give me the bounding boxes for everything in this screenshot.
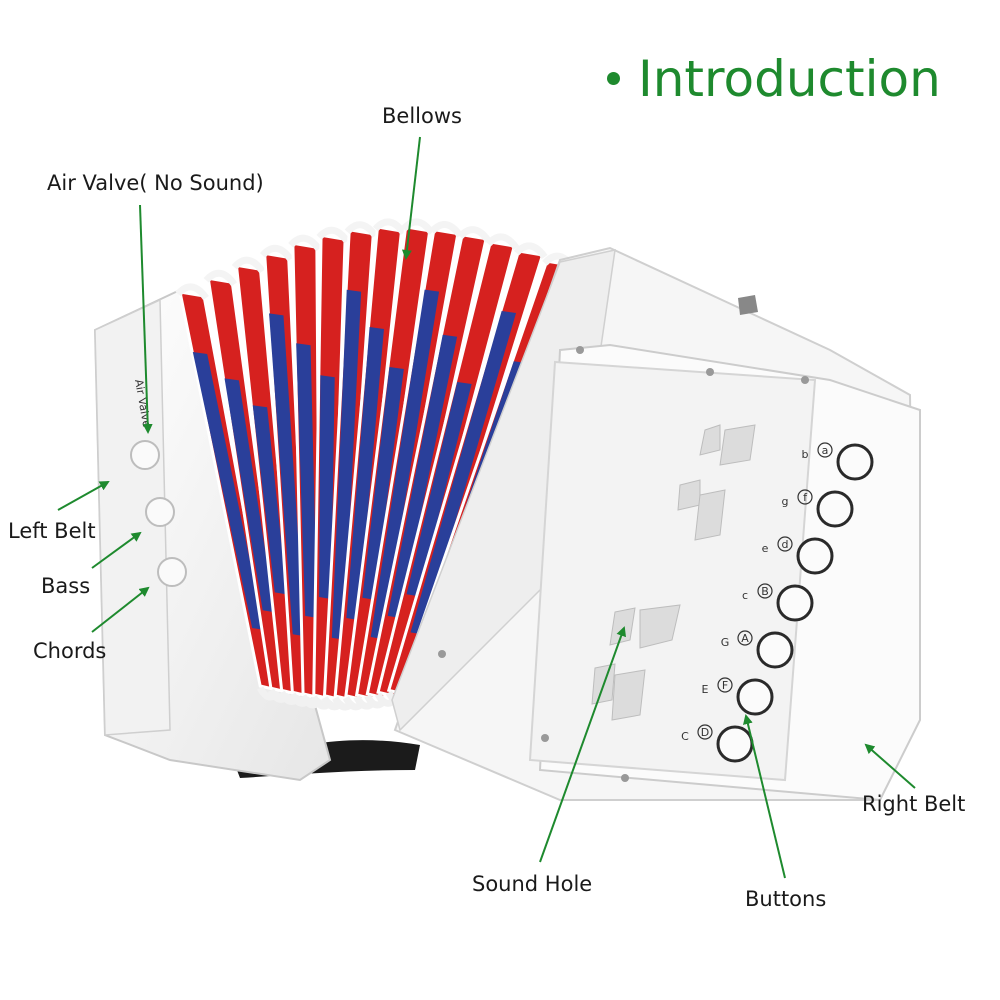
- bellows-blue-band: [269, 313, 305, 637]
- page-title: Introduction: [607, 50, 941, 108]
- bellows-fold-edge: [513, 242, 548, 260]
- bellows-blue-band: [406, 381, 472, 597]
- key-note-label: C: [681, 730, 689, 743]
- treble-key-button[interactable]: [716, 725, 754, 763]
- bellows-fold-edge: [344, 221, 379, 238]
- left-buttons: [130, 440, 187, 587]
- bellows-blue-band: [410, 310, 517, 635]
- bellows-fold-edge: [457, 226, 492, 243]
- bellows-fold-edge: [316, 226, 350, 244]
- key-note-circled-label: D: [701, 726, 709, 739]
- arrow-right-belt: [864, 743, 916, 789]
- treble-key-button[interactable]: [756, 631, 794, 669]
- bellows-blue-band: [331, 289, 362, 640]
- treble-key-button[interactable]: [736, 678, 774, 716]
- bellows-fold-edge: [288, 234, 322, 252]
- arrow-bellows: [401, 136, 421, 260]
- label-left-belt: Left Belt: [8, 519, 96, 543]
- title-text: Introduction: [638, 50, 941, 108]
- arrow-buttons: [743, 714, 786, 879]
- key-note-label: g: [782, 495, 789, 508]
- key-note-circle: [777, 536, 793, 552]
- key-note-circled-label: f: [803, 491, 808, 504]
- key-note-label: E: [702, 683, 709, 696]
- label-bass: Bass: [41, 574, 91, 598]
- treble-key-button[interactable]: [816, 490, 854, 528]
- bellows-fold-edge: [231, 256, 266, 274]
- arrow-chords: [91, 586, 150, 633]
- bellows-blue-band: [387, 334, 458, 618]
- bellows-blue-band: [346, 327, 384, 620]
- label-chords: Chords: [33, 639, 107, 663]
- key-note-label: b: [802, 448, 809, 461]
- bullet-dot: [607, 72, 620, 85]
- bellows-fold-edge: [401, 218, 435, 236]
- bellows-fold-edge: [485, 233, 520, 251]
- key-note-circled-label: F: [722, 679, 728, 692]
- key-note-circle: [757, 583, 773, 599]
- treble-key-button[interactable]: [836, 443, 874, 481]
- key-note-circled-label: d: [782, 538, 789, 551]
- right-housing: [391, 246, 921, 802]
- label-bellows: Bellows: [382, 104, 462, 128]
- key-note-label: G: [721, 636, 730, 649]
- arrow-left-belt: [57, 481, 110, 511]
- key-note-label: c: [742, 589, 748, 602]
- arrow-sound-hole: [539, 626, 627, 863]
- treble-key-button[interactable]: [796, 537, 834, 575]
- key-note-circle: [737, 630, 753, 646]
- label-right-belt: Right Belt: [862, 792, 966, 816]
- arrow-air-valve: [139, 204, 153, 434]
- annotation-arrows: [57, 136, 916, 879]
- key-note-circle: [797, 489, 813, 505]
- bellows-fold-edge: [260, 244, 294, 262]
- key-note-circled-label: A: [741, 632, 749, 645]
- key-note-circle: [817, 442, 833, 458]
- treble-key-button[interactable]: [776, 584, 814, 622]
- bellows-blue-band: [192, 352, 265, 630]
- bellows-blue-band: [362, 366, 404, 600]
- bellows-blue-band: [319, 375, 335, 600]
- label-sound-hole: Sound Hole: [472, 872, 593, 896]
- bellows-fold-edge: [203, 269, 238, 287]
- bellows-blue-band: [252, 405, 287, 595]
- label-buttons: Buttons: [745, 887, 827, 911]
- key-note-label: e: [762, 542, 769, 555]
- bellows-fold-edge: [372, 218, 407, 236]
- label-air-valve: Air Valve( No Sound): [47, 171, 264, 195]
- bellows-fold-edge: [429, 221, 463, 238]
- bellows-blue-band: [370, 289, 440, 640]
- key-note-circled-label: a: [822, 444, 829, 457]
- key-note-circle: [697, 724, 713, 740]
- key-note-circle: [717, 677, 733, 693]
- arrow-bass: [91, 531, 142, 569]
- bellows-fold-edge: [175, 283, 209, 301]
- key-note-circled-label: B: [761, 585, 769, 598]
- bellows-blue-band: [224, 378, 275, 613]
- bellows-blue-band: [296, 343, 318, 618]
